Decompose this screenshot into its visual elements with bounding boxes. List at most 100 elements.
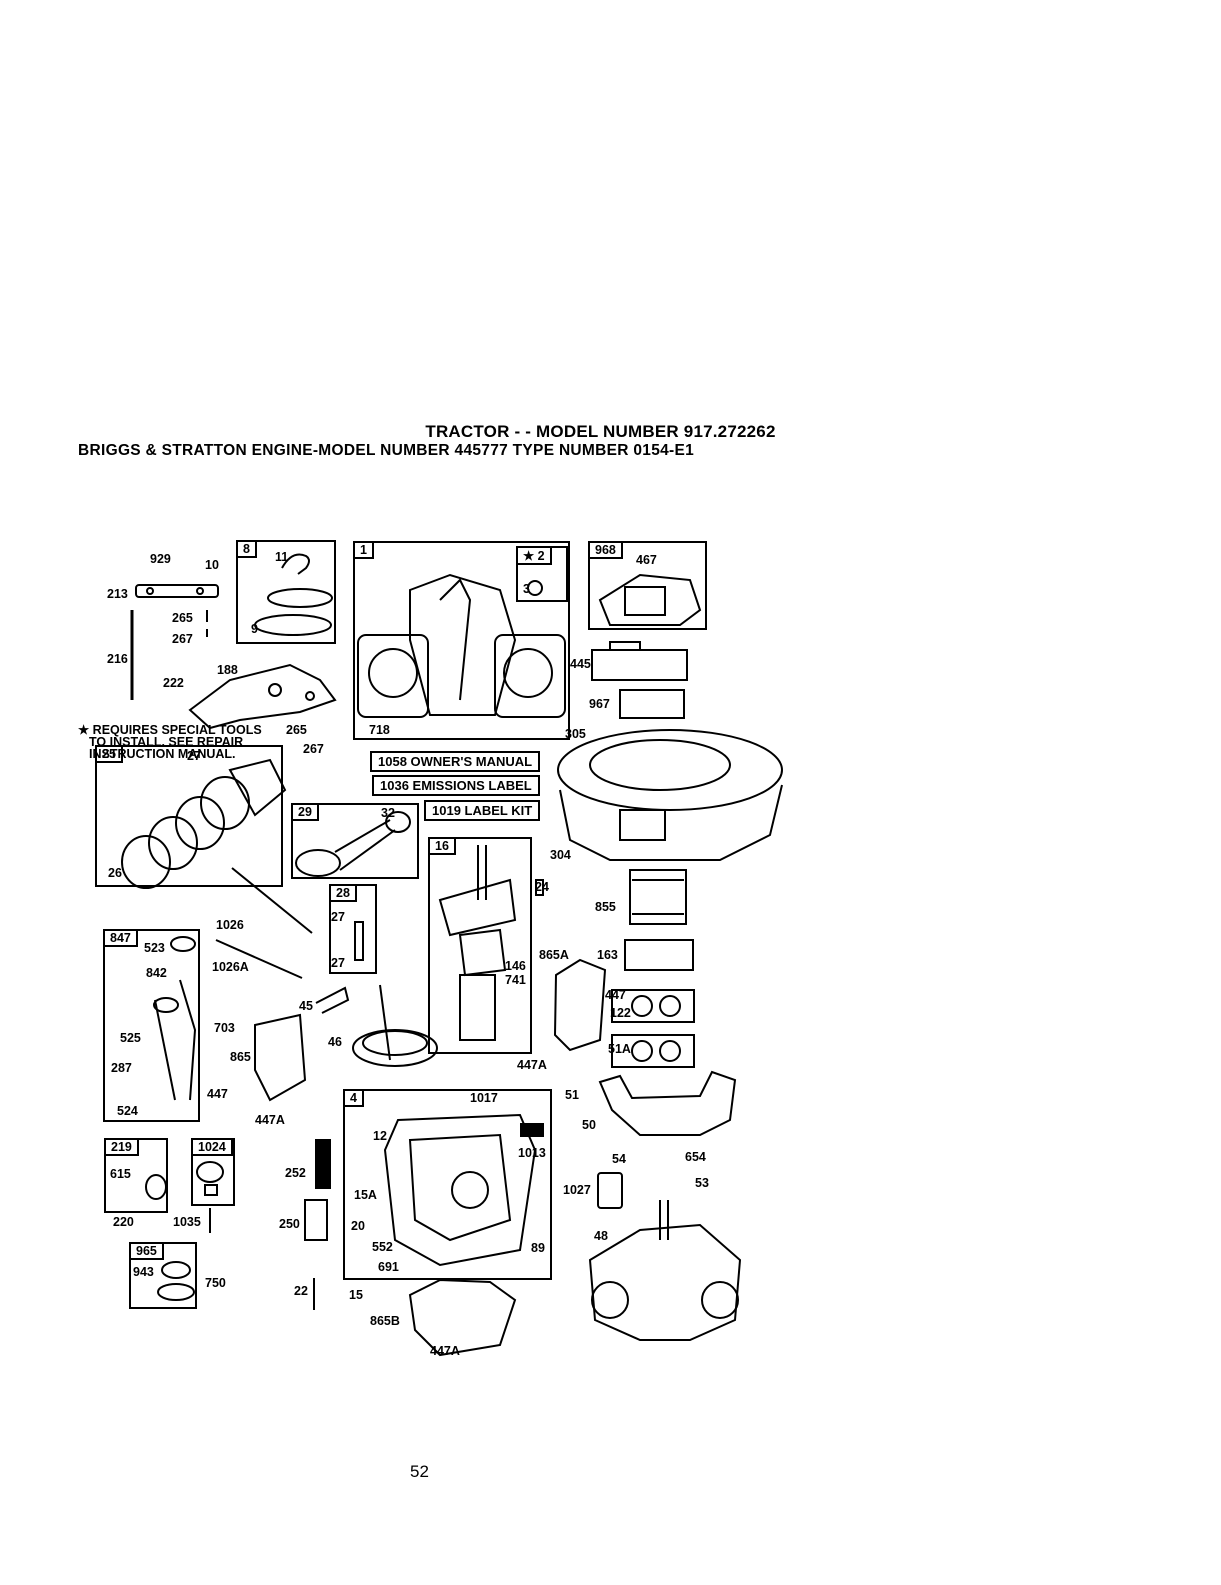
kit-box-28: 28 bbox=[329, 884, 377, 974]
part-number: 252 bbox=[285, 1166, 306, 1180]
part-number: 703 bbox=[214, 1021, 235, 1035]
part-number: 220 bbox=[113, 1215, 134, 1229]
part-number: 523 bbox=[144, 941, 165, 955]
part-number: 855 bbox=[595, 900, 616, 914]
part-number: 865B bbox=[370, 1314, 400, 1328]
part-number: 865 bbox=[230, 1050, 251, 1064]
part-number: 943 bbox=[133, 1265, 154, 1279]
part-number: 27 bbox=[331, 956, 345, 970]
kit-number: 1024 bbox=[191, 1138, 233, 1156]
kit-number: 1 bbox=[353, 541, 374, 559]
kit-number: 847 bbox=[103, 929, 138, 947]
part-number: 3 bbox=[523, 582, 530, 596]
part-number: 718 bbox=[369, 723, 390, 737]
part-number: 122 bbox=[610, 1006, 631, 1020]
part-number: 265 bbox=[172, 611, 193, 625]
part-number: 50 bbox=[582, 1118, 596, 1132]
kit-box-16: 16 bbox=[428, 837, 532, 1054]
part-number: 27 bbox=[331, 910, 345, 924]
part-number: 1026A bbox=[212, 960, 249, 974]
part-number: 654 bbox=[685, 1150, 706, 1164]
part-number: 691 bbox=[378, 1260, 399, 1274]
part-number: 26 bbox=[108, 866, 122, 880]
kit-number: 25 bbox=[95, 745, 123, 763]
part-number: 15 bbox=[349, 1288, 363, 1302]
part-number: 1026 bbox=[216, 918, 244, 932]
kit-box-8: 8 bbox=[236, 540, 336, 644]
note-line: TO INSTALL. SEE REPAIR bbox=[89, 735, 244, 749]
part-number: 20 bbox=[351, 1219, 365, 1233]
sump-drawing bbox=[383, 1113, 537, 1267]
page-subtitle: BRIGGS & STRATTON ENGINE-MODEL NUMBER 44… bbox=[78, 442, 695, 459]
kit-number: 8 bbox=[236, 540, 257, 558]
part-number: 304 bbox=[550, 848, 571, 862]
part-number: 524 bbox=[117, 1104, 138, 1118]
part-number: 967 bbox=[589, 697, 610, 711]
part-number: 12 bbox=[373, 1129, 387, 1143]
part-number: 447 bbox=[207, 1087, 228, 1101]
part-number: 447A bbox=[255, 1113, 285, 1127]
part-number: 525 bbox=[120, 1031, 141, 1045]
part-number: 9 bbox=[251, 622, 258, 636]
kit-box-1: 1 bbox=[353, 541, 570, 740]
part-number: 445 bbox=[570, 657, 591, 671]
part-number: 213 bbox=[107, 587, 128, 601]
part-number: 250 bbox=[279, 1217, 300, 1231]
note-line: INSTRUCTION MANUAL. bbox=[89, 747, 236, 761]
kit-box-1024: 1024 bbox=[191, 1138, 235, 1206]
kit-box-25: 25 bbox=[95, 745, 283, 887]
kit-number: 28 bbox=[329, 884, 357, 902]
part-number: 741 bbox=[505, 973, 526, 987]
part-number: 53 bbox=[695, 1176, 709, 1190]
cylinder-block-drawing bbox=[588, 1200, 742, 1341]
part-number: 447A bbox=[517, 1058, 547, 1072]
part-number: 265 bbox=[286, 723, 307, 737]
kit-box-219: 219 bbox=[104, 1138, 168, 1213]
part-number: 51A bbox=[608, 1042, 631, 1056]
label-kit: 1019 LABEL KIT bbox=[424, 800, 541, 821]
emissions-label: 1036 EMISSIONS LABEL bbox=[372, 775, 540, 796]
special-tools-note: ★ REQUIRES SPECIAL TOOLS TO INSTALL. SEE… bbox=[78, 723, 262, 761]
part-number: 305 bbox=[565, 727, 586, 741]
part-number: 27 bbox=[187, 749, 201, 763]
part-number: 287 bbox=[111, 1061, 132, 1075]
part-number: 750 bbox=[205, 1276, 226, 1290]
part-number: 1035 bbox=[173, 1215, 201, 1229]
part-number: 46 bbox=[328, 1035, 342, 1049]
part-number: 842 bbox=[146, 966, 167, 980]
kit-box-2: ★ 2 bbox=[516, 546, 568, 602]
governor-bracket-drawing bbox=[188, 663, 337, 730]
part-number: 615 bbox=[110, 1167, 131, 1181]
crankcase-drawing bbox=[357, 573, 566, 718]
page-number: 52 bbox=[410, 1462, 429, 1481]
part-number: 146 bbox=[505, 959, 526, 973]
part-number: 24 bbox=[535, 880, 549, 894]
note-line: ★ REQUIRES SPECIAL TOOLS bbox=[78, 723, 262, 737]
part-number: 222 bbox=[163, 676, 184, 690]
owners-manual-label: 1058 OWNER'S MANUAL bbox=[370, 751, 541, 772]
kit-box-965: 965 bbox=[129, 1242, 197, 1309]
camshaft-drawing bbox=[352, 984, 438, 1067]
kit-number: 968 bbox=[588, 541, 623, 559]
part-number: 447A bbox=[430, 1344, 460, 1358]
part-number: 267 bbox=[172, 632, 193, 646]
part-number: 89 bbox=[531, 1241, 545, 1255]
kit-box-968: 968 bbox=[588, 541, 707, 630]
part-number: 267 bbox=[303, 742, 324, 756]
part-number: 216 bbox=[107, 652, 128, 666]
part-number: 865A bbox=[539, 948, 569, 962]
part-number: 11 bbox=[275, 550, 289, 564]
part-number: 54 bbox=[612, 1152, 626, 1166]
part-number: 51 bbox=[565, 1088, 579, 1102]
part-number: 929 bbox=[150, 552, 171, 566]
part-number: 15A bbox=[354, 1188, 377, 1202]
part-number: 1017 bbox=[470, 1091, 498, 1105]
kit-number: 29 bbox=[291, 803, 319, 821]
part-number: 552 bbox=[372, 1240, 393, 1254]
part-number: 45 bbox=[299, 999, 313, 1013]
part-number: 447 bbox=[605, 988, 626, 1002]
part-number: 22 bbox=[294, 1284, 308, 1298]
part-number: 10 bbox=[205, 558, 219, 572]
part-number: 188 bbox=[217, 663, 238, 677]
